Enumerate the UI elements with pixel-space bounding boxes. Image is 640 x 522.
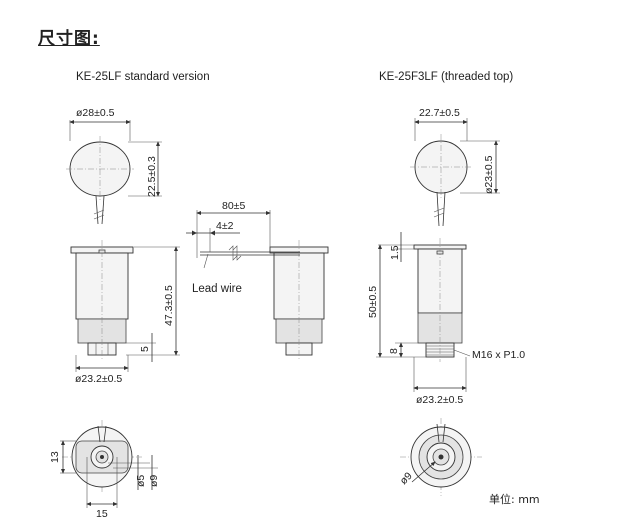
threaded-caption: KE-25F3LF (threaded top) — [379, 71, 514, 83]
page-title: 尺寸图: — [38, 29, 100, 49]
threaded-base-diameter: ø23.2±0.5 — [416, 394, 463, 406]
standard-base-diameter: ø23.2±0.5 — [75, 373, 122, 385]
threaded-top-height: ø23±0.5 — [483, 155, 495, 194]
standard-side-view — [70, 240, 134, 360]
standard-top-view — [66, 136, 134, 225]
standard-top-width: ø28±0.5 — [76, 107, 115, 119]
threaded-flange: 1.5 — [389, 245, 401, 260]
standard-caption: KE-25LF standard version — [76, 71, 210, 83]
threaded-height: 50±0.5 — [367, 286, 379, 318]
standard-top-height: 22.5±0.3 — [146, 156, 158, 197]
threaded-bottom-dia: ø9 — [398, 470, 415, 487]
standard-inner-dia-9: ø9 — [148, 475, 160, 487]
standard-bottom-width: 15 — [96, 508, 108, 520]
standard-bottom-height: 13 — [49, 451, 61, 463]
lead-wire-view — [200, 240, 329, 360]
threaded-bottom-view — [400, 418, 482, 496]
unit-note: 单位: mm — [489, 492, 540, 506]
standard-height: 47.3±0.5 — [163, 285, 175, 326]
threaded-top-view — [410, 134, 472, 227]
standard-inner-dia-5: ø5 — [135, 475, 147, 487]
threaded-thread-height: 8 — [388, 348, 400, 354]
threaded-thread: M16 x P1.0 — [472, 349, 525, 361]
threaded-side-view — [413, 238, 467, 362]
standard-base-height: 5 — [139, 346, 151, 352]
lead-wire-label: Lead wire — [192, 283, 242, 295]
lead-length: 80±5 — [222, 200, 245, 212]
lead-strip: 4±2 — [216, 220, 234, 232]
standard-bottom-view — [62, 420, 142, 492]
threaded-top-width: 22.7±0.5 — [419, 107, 460, 119]
